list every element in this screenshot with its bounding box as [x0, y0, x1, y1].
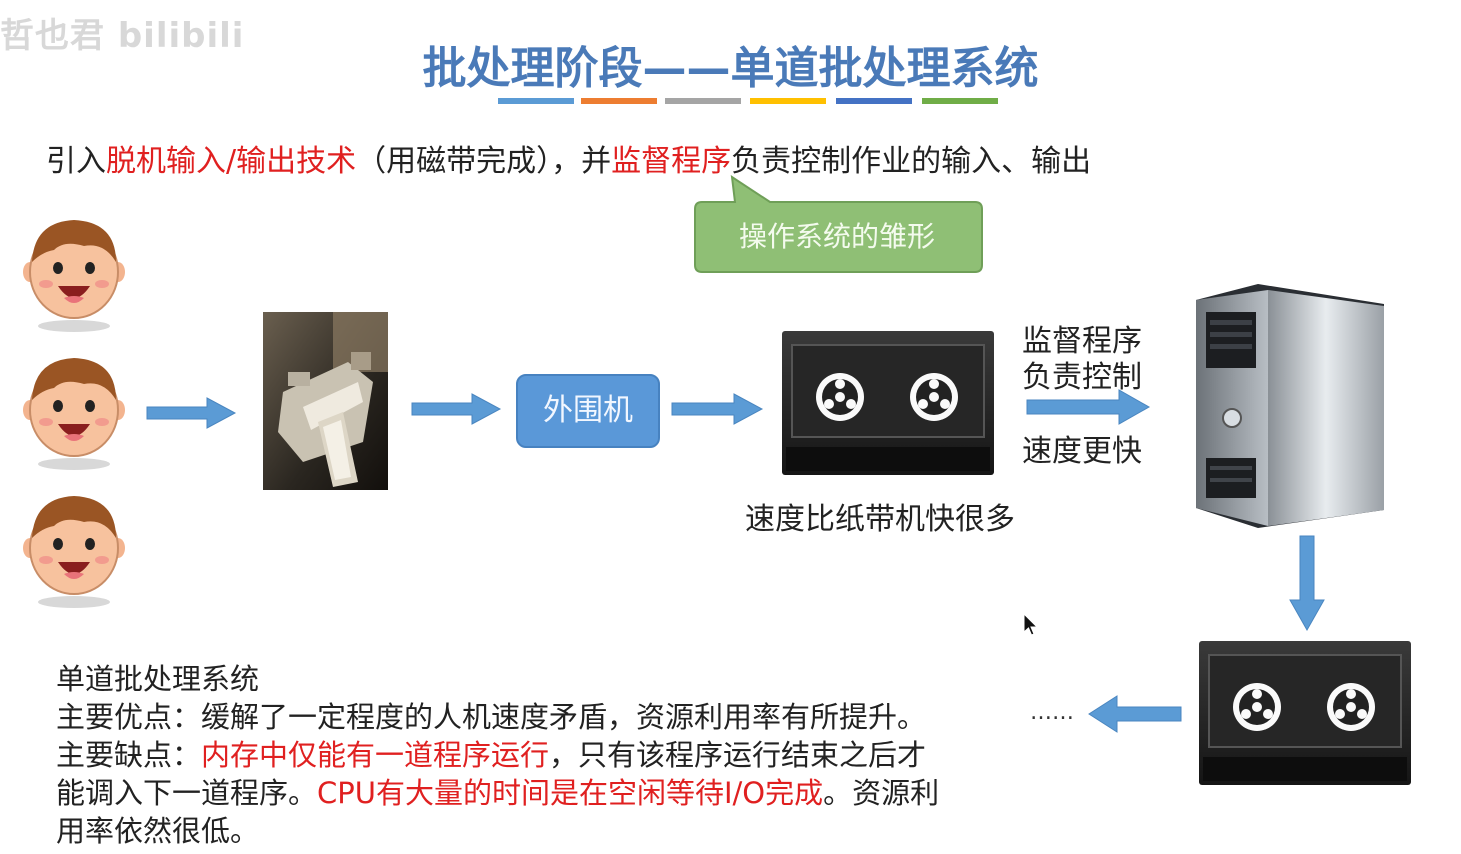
tape-drive-icon	[782, 331, 994, 475]
server-tower-icon	[1196, 284, 1384, 528]
summary-cons-line1: 主要缺点：内存中仅能有一道程序运行，只有该程序运行结束之后才	[56, 736, 1016, 774]
cons-line2-prefix: 能调入下一道程序。	[56, 776, 318, 810]
monitor-label-line2: 负责控制	[1022, 360, 1142, 395]
title-bar-1	[498, 98, 574, 104]
intro-part-3: （用磁带完成），并	[356, 144, 612, 179]
title-bar-6	[922, 98, 998, 104]
callout-bubble	[694, 174, 983, 273]
monitor-label-line1: 监督程序	[1022, 324, 1142, 359]
title-bar-4	[750, 98, 826, 104]
summary-heading: 单道批处理系统	[56, 662, 260, 696]
bilibili-watermark: 哲也君 bilibili	[0, 16, 245, 56]
user-face-icon	[23, 220, 125, 332]
summary-block: 单道批处理系统 主要优点：缓解了一定程度的人机速度矛盾，资源利用率有所提升。 主…	[56, 660, 1016, 850]
intro-part-5: 负责控制作业的输入、输出	[731, 144, 1092, 179]
title-bar-5	[836, 98, 912, 104]
ellipsis: ……	[1030, 700, 1074, 725]
card-reader-photo	[263, 312, 388, 490]
tape-speed-caption: 速度比纸带机快很多	[745, 502, 1015, 537]
arrow-right-icon	[1026, 389, 1151, 425]
cons-mid: ，只有该程序运行结束之后才	[549, 738, 927, 772]
speed-label: 速度更快	[1022, 434, 1142, 469]
summary-cons-line2: 能调入下一道程序。CPU有大量的时间是在空闲等待I/O完成。资源利	[56, 774, 1016, 812]
title-bar-3	[665, 98, 741, 104]
tape-drive-icon	[1199, 641, 1411, 785]
summary-cons-line3: 用率依然很低。	[56, 814, 260, 848]
mouse-cursor-icon	[1023, 612, 1039, 636]
intro-sentence: 引入脱机输入/输出技术（用磁带完成），并监督程序负责控制作业的输入、输出	[46, 136, 1091, 180]
user-face-icon	[23, 496, 125, 608]
callout-text: 操作系统的雏形	[738, 220, 935, 253]
cons-prefix: 主要缺点：	[56, 738, 202, 772]
cons-line2-suffix: 。资源利	[823, 776, 940, 810]
summary-pros: 主要优点：缓解了一定程度的人机速度矛盾，资源利用率有所提升。	[56, 700, 927, 734]
intro-offline-io: 脱机输入/输出技术	[106, 144, 357, 179]
intro-monitor: 监督程序	[611, 144, 732, 179]
cons-highlight-2: CPU有大量的时间是在空闲等待I/O完成	[317, 776, 824, 810]
arrow-left-icon	[1088, 695, 1182, 733]
arrow-right-icon	[146, 397, 237, 429]
intro-part-1: 引入	[46, 144, 106, 179]
cons-highlight-1: 内存中仅能有一道程序运行	[201, 738, 550, 772]
slide-title: 批处理阶段——单道批处理系统	[422, 43, 1039, 94]
arrow-right-icon	[411, 393, 502, 425]
arrow-down-icon	[1289, 535, 1325, 632]
arrow-right-icon	[671, 393, 764, 425]
peripheral-machine-box: 外围机	[516, 374, 660, 448]
title-bar-2	[581, 98, 657, 104]
user-face-icon	[23, 358, 125, 470]
